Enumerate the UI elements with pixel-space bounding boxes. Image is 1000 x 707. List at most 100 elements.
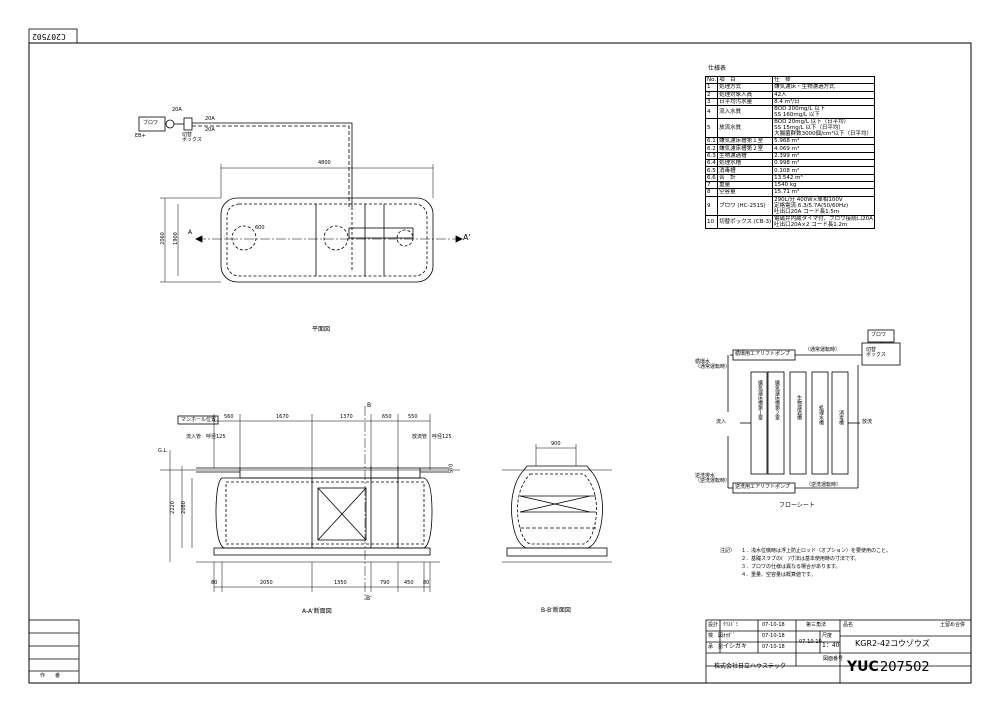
spec-cell-item: 切替ボックス (CB-3)	[717, 214, 774, 229]
flow-blower: ブロワ	[871, 332, 887, 338]
spec-cell-no: 6.4	[704, 159, 719, 168]
spec-cell-no: 7	[704, 180, 719, 190]
approved-label: 承 認	[708, 644, 724, 650]
flow-tank-4: 処理水槽	[818, 405, 824, 425]
spec-cell-no: 1	[704, 83, 719, 92]
spec-cell-item: 処理水槽	[717, 159, 774, 168]
spec-cell-value: 2.399 m³	[772, 151, 875, 161]
spec-cell-value: 0.108 m³	[772, 166, 875, 175]
job-number-label: 作 番	[40, 673, 61, 679]
flow-backwash-op: （逆洗運転時）	[806, 482, 842, 488]
spec-cell-item: 流入水質	[717, 105, 774, 120]
spec-cell-no: 3	[704, 97, 719, 107]
checked-label: 検 図	[708, 633, 724, 639]
spec-cell-item: 生物濾過槽	[717, 151, 774, 161]
checker-name: ｵｵﾀﾞﾞ	[723, 633, 736, 639]
section-aa-title: A-A'断面図	[302, 608, 332, 615]
flow-inflow: 流入	[716, 419, 727, 425]
notes-title: 注記）	[720, 548, 736, 554]
dim-bottom-5: 450	[404, 580, 414, 586]
spec-cell-item: 嫌気濾床槽第１室	[717, 137, 774, 146]
projection-label: 第三角法	[806, 622, 827, 628]
spec-cell-value: BOD 200mg/L 以下 SS 160mg/L 以下	[772, 105, 875, 120]
spec-cell-no: 9	[704, 195, 719, 216]
dim-top-5: 550	[408, 414, 418, 420]
approve-date: 07-10-18	[762, 644, 785, 650]
dim-900: 900	[551, 441, 561, 447]
flow-pump-backwash: 逆洗用エアリフトポンプ	[735, 484, 790, 490]
flow-sheet	[727, 329, 901, 494]
spec-cell-value: 4.069 m³	[772, 144, 875, 153]
flow-sheet-title: フローシート	[779, 502, 815, 509]
spec-cell-no: 10	[704, 214, 719, 229]
manhole-position-label: マンホール位置	[181, 417, 217, 423]
spec-cell-item: 日平均汚水量	[717, 97, 774, 107]
spec-cell-value: 42人	[772, 90, 875, 99]
title-block-lines	[28, 619, 972, 684]
spec-cell-no: 6.2	[704, 144, 719, 153]
spec-cell-no: 6.5	[704, 166, 719, 175]
drawing-number: 207502	[880, 660, 930, 675]
spec-cell-item: 処理方式	[717, 83, 774, 92]
drawing-number-label: 図面番号	[823, 656, 844, 662]
product-label: 品名	[843, 622, 854, 628]
flow-tank-1: 嫌気濾床槽第１室	[757, 380, 763, 420]
spec-cell-item: 重量	[717, 180, 774, 190]
spec-cell-item: 空容量	[717, 188, 774, 197]
drawing-number-prefix: YUC	[847, 659, 879, 675]
spec-header-item: 項 目	[717, 75, 774, 85]
dim-top-1: 560	[224, 414, 234, 420]
outlet-pipe-label: 放流管 呼径125	[412, 434, 452, 440]
inlet-pipe-label: 流入管 呼径125	[186, 434, 226, 440]
spec-cell-value: 8.4 m³/日	[772, 97, 875, 107]
spec-cell-no: 6.3	[704, 151, 719, 161]
company-name: 株式会社日立ハウステック	[714, 663, 787, 670]
spec-cell-value: 嫌気濾床・生物濾過方式	[772, 83, 875, 92]
section-aa	[160, 406, 460, 600]
drawing-name-label: 土留め合併	[940, 622, 966, 628]
dim-600: 600	[255, 225, 265, 231]
designed-label: 設計	[708, 622, 719, 628]
flow-tank-3: 生物濾過槽	[796, 395, 802, 420]
spec-cell-no: 6.1	[704, 137, 719, 146]
spec-cell-item: ブロワ (HC-251S)	[717, 195, 774, 216]
flow-backwash-drain: 逆洗排水 （逆洗運転時）	[695, 473, 731, 484]
scale-value: 1：40	[822, 642, 840, 649]
dim-2220: 2220	[169, 501, 176, 514]
pipe-size-label: 20A	[205, 127, 215, 133]
spec-cell-no: 2	[704, 90, 719, 99]
dim-top-4: 650	[382, 414, 392, 420]
dim-570: 570	[448, 463, 455, 474]
spec-cell-no: 8	[704, 188, 719, 197]
spec-header-spec: 仕 様	[772, 75, 875, 85]
eb-label: EB+	[135, 133, 146, 139]
section-bb-title: B-B'断面図	[541, 607, 571, 614]
designer-name: ｸﾜｽﾄﾞﾐ	[723, 622, 739, 628]
spec-cell-value: 0.998 m³	[772, 159, 875, 168]
section-bb	[502, 444, 612, 563]
ground-level-label: G.L.	[158, 448, 168, 454]
spec-cell-no: 4	[704, 105, 719, 120]
flow-tank-2: 嫌気濾床槽第２室	[774, 380, 780, 420]
dim-bottom-3: 1350	[334, 580, 347, 586]
plan-view-title: 平面図	[312, 326, 331, 333]
note-item: ２．基礎スラブの( )寸法は基本使用時の寸法です。	[741, 556, 860, 562]
product-name: KGR2-42コウゾウズ	[855, 639, 930, 648]
note-item: ３．ブロワの仕様は異なる場合があります。	[741, 564, 841, 570]
spec-cell-value: 290L/分 400W×単相100V 定格電流 6.3/5.7A(50/60Hz…	[772, 195, 875, 216]
